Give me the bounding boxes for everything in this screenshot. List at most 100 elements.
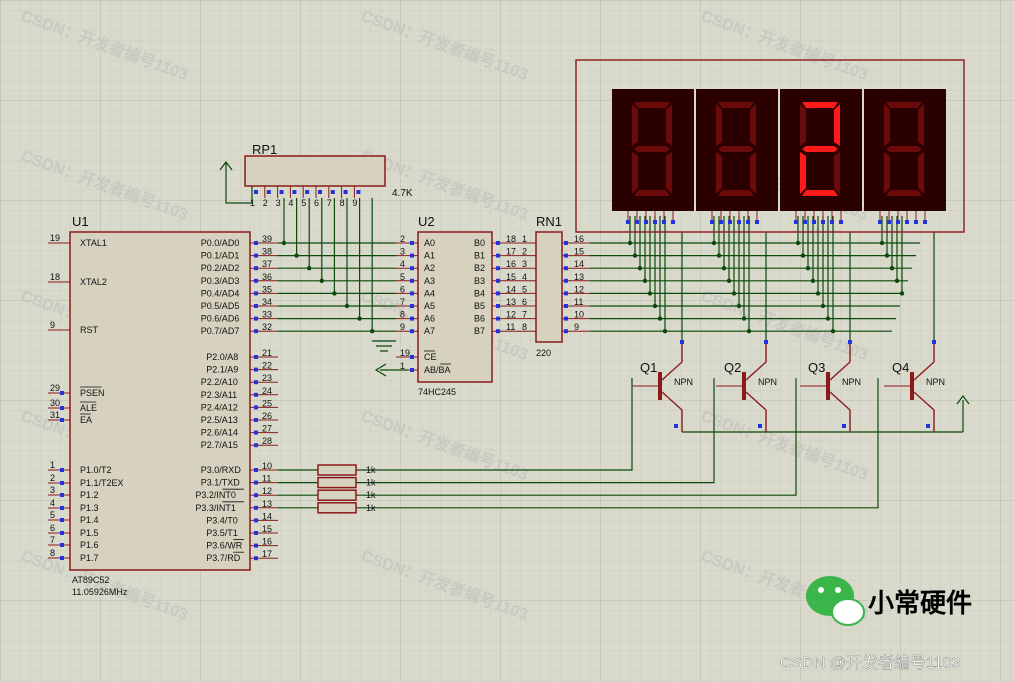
u1-pin[interactable] [60, 506, 64, 510]
digit-pin[interactable] [905, 220, 909, 224]
resistor-1k[interactable]: 1k [317, 476, 376, 489]
u2-pin[interactable] [410, 316, 414, 321]
digit-pin[interactable] [914, 220, 918, 224]
digit-pin[interactable] [839, 220, 843, 224]
u1-pin[interactable] [254, 278, 258, 283]
u1-pin[interactable] [60, 543, 64, 547]
u2-pin[interactable] [496, 266, 500, 271]
rp1-pin[interactable] [330, 190, 335, 194]
transistor-pin[interactable] [848, 340, 852, 344]
u1-pin[interactable] [60, 556, 64, 560]
transistor-pin[interactable] [926, 424, 930, 428]
rp1-pin[interactable] [292, 190, 297, 194]
resistor-1k[interactable]: 1k [317, 502, 376, 514]
u2-pin[interactable] [496, 304, 500, 308]
transistor-pin[interactable] [680, 340, 684, 344]
rp1-pin[interactable] [356, 190, 361, 194]
u1-pin[interactable] [254, 556, 258, 561]
u1-pin[interactable] [60, 406, 64, 410]
u1-pin[interactable] [60, 531, 64, 535]
u1-pin[interactable] [254, 480, 258, 485]
rp1-pin[interactable] [254, 190, 258, 194]
u1-pin[interactable] [254, 531, 258, 535]
digit-pin[interactable] [626, 220, 630, 224]
transistor-pin[interactable] [758, 424, 762, 428]
u1-pin[interactable] [254, 304, 258, 308]
transistor-pin[interactable] [932, 340, 936, 344]
digit-pin[interactable] [653, 220, 657, 224]
resistor-1k[interactable]: 1k [317, 464, 376, 476]
digit-pin[interactable] [662, 220, 666, 224]
digit-pin[interactable] [923, 220, 927, 224]
u1-pin[interactable] [254, 253, 258, 258]
digit-pin[interactable] [728, 220, 732, 224]
u1-pin[interactable] [60, 418, 64, 422]
u2-pin[interactable] [410, 304, 414, 308]
resistor-1k[interactable]: 1k [317, 489, 376, 501]
digit-pin[interactable] [644, 220, 648, 224]
rn1-pin[interactable] [564, 291, 568, 296]
u2-pin[interactable] [410, 329, 414, 334]
u2-pin[interactable] [410, 253, 414, 258]
digit-pin[interactable] [896, 220, 900, 224]
u1-pin[interactable] [254, 392, 258, 397]
u1-pin[interactable] [254, 316, 258, 321]
digit-pin[interactable] [737, 220, 741, 224]
rn1-pin[interactable] [564, 241, 568, 245]
digit-pin[interactable] [755, 220, 759, 224]
rn1-pin[interactable] [564, 329, 568, 334]
u1-pin[interactable] [254, 367, 258, 372]
u2-pin[interactable] [410, 291, 414, 296]
u1-pin[interactable] [254, 468, 258, 472]
u1-pin[interactable] [60, 481, 64, 485]
rn1-pin[interactable] [564, 266, 568, 271]
u1-pin[interactable] [254, 543, 258, 548]
u1-pin[interactable] [254, 329, 258, 334]
u1-pin[interactable] [254, 355, 258, 359]
u1-pin[interactable] [254, 380, 258, 385]
u2-pin[interactable] [496, 291, 500, 296]
seven-segment-display[interactable] [612, 89, 946, 224]
u2-pin[interactable] [410, 241, 414, 245]
u1-pin[interactable] [254, 518, 258, 523]
u1-pin[interactable] [60, 468, 64, 472]
u2-pin[interactable] [410, 278, 414, 283]
digit-pin[interactable] [671, 220, 675, 224]
digit-pin[interactable] [887, 220, 891, 224]
u1-pin[interactable] [60, 518, 64, 522]
u1-pin[interactable] [254, 405, 258, 410]
u1-pin[interactable] [254, 266, 258, 271]
u2-pin[interactable] [496, 241, 500, 245]
u1-pin[interactable] [254, 505, 258, 510]
u1-pin[interactable] [60, 493, 64, 497]
rp1-pin[interactable] [305, 190, 310, 194]
u2-pin[interactable] [496, 316, 500, 321]
u2-pin[interactable] [410, 355, 414, 359]
digit-pin[interactable] [746, 220, 750, 224]
transistor-pin[interactable] [764, 340, 768, 344]
rn1-pin[interactable] [564, 253, 568, 258]
rp1-pin[interactable] [279, 190, 284, 194]
digit-pin[interactable] [821, 220, 825, 224]
u2-pin[interactable] [496, 278, 500, 283]
digit-pin[interactable] [710, 220, 714, 224]
digit-pin[interactable] [794, 220, 798, 224]
u1-pin[interactable] [254, 493, 258, 498]
digit-pin[interactable] [719, 220, 723, 224]
digit-pin[interactable] [635, 220, 639, 224]
u1-pin[interactable] [254, 443, 258, 448]
u1-pin[interactable] [254, 430, 258, 435]
u2-pin[interactable] [496, 329, 500, 334]
u1-pin[interactable] [254, 418, 258, 422]
rp1-pin[interactable] [343, 190, 348, 194]
rn1-pin[interactable] [564, 304, 568, 308]
rn1-pin[interactable] [564, 278, 568, 283]
digit-pin[interactable] [803, 220, 807, 224]
